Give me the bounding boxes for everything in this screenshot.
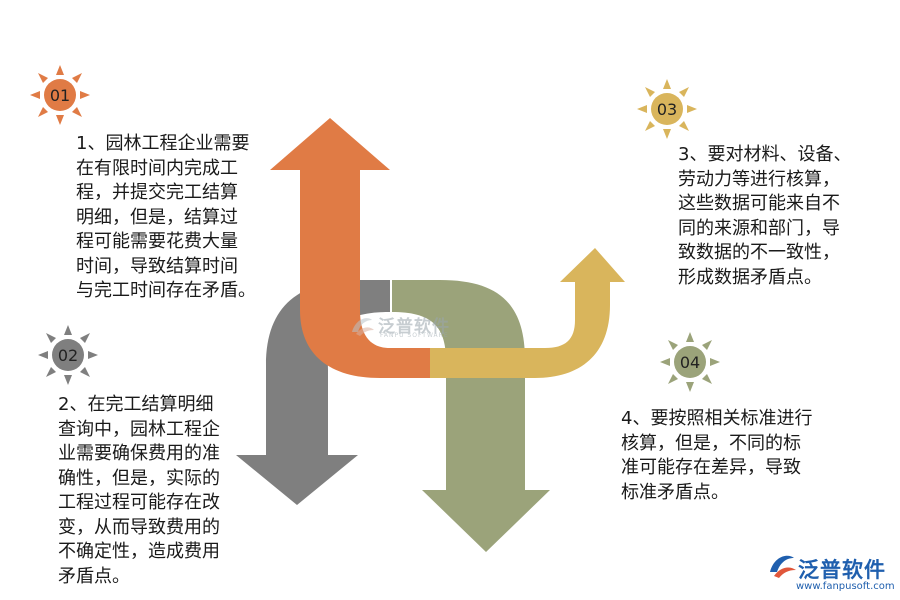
badge-04: 04 [658, 330, 722, 394]
badge-number: 03 [656, 99, 678, 119]
text-line: 变，从而导致费用的 [58, 516, 220, 538]
fanpu-logo-icon [770, 555, 796, 578]
text-line: 标准矛盾点。 [621, 481, 729, 503]
text-line: 3、要对材料、设备、 [678, 144, 852, 165]
center-watermark: 泛普软件 FANPU SOFTWARE [348, 312, 468, 342]
text-line: 核算，但是，不同的标 [621, 432, 801, 454]
text-line: 这些数据可能来自不 [678, 193, 840, 214]
text-line: 明细，但是，结算过 [76, 206, 238, 228]
arrow-grey-down [236, 280, 390, 505]
text-line: 形成数据矛盾点。 [678, 266, 822, 288]
text-line: 在有限时间内完成工 [76, 157, 238, 179]
badge-number: 04 [679, 352, 701, 372]
text-block-04: 4、要按照相关标准进行 核算，但是，不同的标 准可能存在差异，导致 标准矛盾点。 [621, 407, 812, 505]
text-line: 劳动力等进行核算， [678, 168, 840, 190]
text-line: 时间，导致结算时间 [76, 255, 238, 277]
text-line: 业需要确保费用的准 [58, 443, 220, 464]
badge-number: 01 [49, 85, 71, 105]
text-line: 确性，但是，实际的 [58, 467, 220, 489]
logo-title: 泛普软件 [798, 558, 886, 582]
text-line: 2、在完工结算明细 [58, 394, 214, 415]
text-line: 工程过程可能存在改 [58, 492, 220, 513]
text-line: 查询中，园林工程企 [58, 418, 220, 440]
badge-02: 02 [36, 323, 100, 387]
badge-number: 02 [57, 345, 79, 365]
sun-badge-icon [637, 79, 697, 139]
sun-badge-icon [30, 65, 90, 125]
sun-badge-icon [38, 325, 98, 385]
text-line: 程可能需要花费大量 [76, 231, 238, 252]
arrow-orange-up [270, 118, 430, 378]
arrow-gold-up [430, 248, 625, 378]
text-block-03: 3、要对材料、设备、 劳动力等进行核算， 这些数据可能来自不 同的来源和部门，导… [678, 143, 851, 290]
text-line: 与完工时间存在矛盾。 [76, 280, 256, 301]
text-line: 准可能存在差异，导致 [621, 457, 801, 478]
text-line: 矛盾点。 [58, 565, 130, 587]
text-line: 不确定性，造成费用 [58, 541, 220, 562]
text-block-01: 1、园林工程企业需要 在有限时间内完成工 程，并提交完工结算 明细，但是，结算过… [76, 132, 256, 304]
text-line: 程，并提交完工结算 [76, 182, 238, 203]
text-block-02: 2、在完工结算明细 查询中，园林工程企 业需要确保费用的准 确性，但是，实际的 … [58, 393, 220, 589]
text-line: 4、要按照相关标准进行 [621, 408, 813, 429]
watermark-title: 泛普软件 [378, 317, 450, 337]
text-line: 致数据的不一致性， [678, 242, 840, 263]
text-line: 同的来源和部门，导 [678, 217, 840, 239]
brand-logo: 泛普软件 www.fanpusoft.com [766, 550, 896, 596]
fanpu-logo-icon [352, 318, 374, 336]
watermark-subtitle: FANPU SOFTWARE [380, 332, 449, 339]
sun-badge-icon [660, 332, 720, 392]
badge-03: 03 [635, 77, 699, 141]
badge-01: 01 [28, 63, 92, 127]
logo-url: www.fanpusoft.com [796, 581, 895, 592]
text-line: 1、园林工程企业需要 [76, 133, 250, 154]
